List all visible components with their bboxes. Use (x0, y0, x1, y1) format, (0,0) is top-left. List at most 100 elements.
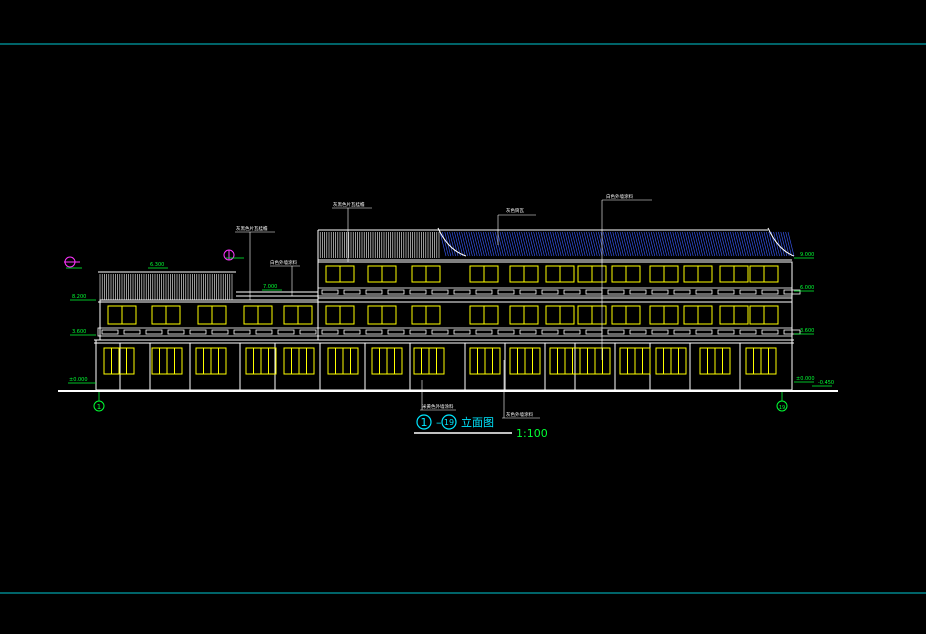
railing-panel (607, 289, 625, 295)
railing-panel (563, 329, 581, 335)
roof-tile-blue (629, 231, 636, 257)
railing-panel (717, 289, 735, 295)
level-marker-left-4: 8.200 (70, 294, 96, 301)
roof-tile-blue (506, 231, 514, 257)
roof-tile-blue (763, 231, 771, 257)
roof-tile-blue (698, 231, 706, 257)
roof-tile-blue (504, 231, 512, 257)
railing-panel (783, 289, 801, 295)
roof-tile-blue (475, 231, 483, 257)
railing-panel (343, 329, 361, 335)
roof-tile-blue (775, 231, 783, 257)
roof-tile-blue (722, 231, 730, 257)
roof-tile-blue (511, 231, 519, 257)
note-1: 灰黑色片瓦挂檐 (235, 225, 275, 300)
roof-tile-blue (648, 231, 656, 257)
roof-tile-blue (497, 231, 504, 257)
railing-panel (585, 329, 603, 335)
window-group (103, 265, 779, 375)
roof-tile-blue (744, 231, 752, 257)
roof-tile-blue (574, 231, 581, 257)
roof-tile-blue (554, 231, 562, 257)
roof-tile-blue (636, 231, 644, 257)
roof-tile-blue (624, 231, 632, 257)
roof-tile-blue (686, 231, 694, 257)
railing-panel (365, 289, 383, 295)
roof-tile-blue (530, 231, 538, 257)
balcony-railing-2 (317, 287, 793, 297)
railing-panel (585, 289, 603, 295)
railing-group (97, 287, 801, 337)
roof-tile-blue (677, 231, 684, 257)
railing-panel (475, 289, 493, 295)
roof-tile-blue (684, 231, 692, 257)
roof-tile-blue (564, 231, 572, 257)
roof-tile-blue (665, 231, 672, 257)
railing-panel (607, 329, 625, 335)
level-label: 7.000 (263, 284, 277, 290)
railing-panel (453, 329, 471, 335)
wall-group (94, 259, 794, 391)
roof-tile-blue (533, 231, 540, 257)
level-marker-right-0: ±0.000 (794, 376, 815, 383)
roof-tile-blue (631, 231, 639, 257)
roof-tile-blue (682, 231, 689, 257)
drawing-title: 1 – 19 立面图 1:100 (414, 414, 548, 440)
railing-panel (431, 289, 449, 295)
railing-panel (783, 329, 801, 335)
roof-tile-blue (658, 231, 665, 257)
roof-tile-blue (449, 231, 456, 257)
roof-tile-blue (641, 231, 648, 257)
railing-panel (211, 329, 229, 335)
roof-tile-blue (502, 231, 509, 257)
roof-tile-blue (689, 231, 696, 257)
railing-panel (321, 329, 339, 335)
roof-tile-blue (713, 231, 720, 257)
railing-panel (409, 329, 427, 335)
railing-panel (409, 289, 427, 295)
roof-tile-blue (737, 231, 744, 257)
railing-panel (497, 289, 515, 295)
roof-tile-blue (581, 231, 588, 257)
railing-panel (431, 329, 449, 335)
railing-panel (321, 289, 339, 295)
roof-tile-blue (593, 231, 600, 257)
roof-tile-blue (670, 231, 677, 257)
railing-panel (563, 289, 581, 295)
drawing-scale: 1:100 (516, 427, 548, 440)
level-marker-left-2: 6.300 (148, 262, 168, 269)
roof-tile-blue (650, 231, 658, 257)
roof-tile-blue (626, 231, 634, 257)
roof-tile-blue (715, 231, 723, 257)
note-3: 灰黑色片瓦挂檐 (332, 201, 372, 262)
railing-panel (387, 289, 405, 295)
railing-panel (695, 329, 713, 335)
railing-panel (475, 329, 493, 335)
grid-axis-left: 1 (93, 392, 105, 412)
roof-tile-blue (602, 231, 610, 257)
roof-tile-blue (605, 231, 612, 257)
roof-tile-blue (468, 231, 476, 257)
level-label: 6.000 (800, 285, 814, 291)
railing-panel (145, 329, 163, 335)
roof-tile-blue (768, 231, 776, 257)
section-marker-left (64, 256, 82, 269)
note-5: 白色外墙涂料 (601, 193, 652, 360)
roof-tile-blue (646, 231, 653, 257)
roof-tile-blue (614, 231, 622, 257)
railing-panel (343, 289, 361, 295)
roof-tile-blue (607, 231, 615, 257)
roof-tile-blue (458, 231, 466, 257)
roof-tile-blue (482, 231, 490, 257)
roof-tile-blue (521, 231, 528, 257)
railing-panel (541, 289, 559, 295)
roof-hip-right (767, 227, 795, 257)
roof-group (98, 227, 795, 300)
roof-tile-blue (725, 231, 732, 257)
roof-tile-blue (655, 231, 663, 257)
roof-tile-blue (727, 231, 735, 257)
level-label: -0.450 (818, 380, 834, 386)
roof-tile-blue (569, 231, 576, 257)
railing-panel (761, 329, 779, 335)
railing-panel (167, 329, 185, 335)
